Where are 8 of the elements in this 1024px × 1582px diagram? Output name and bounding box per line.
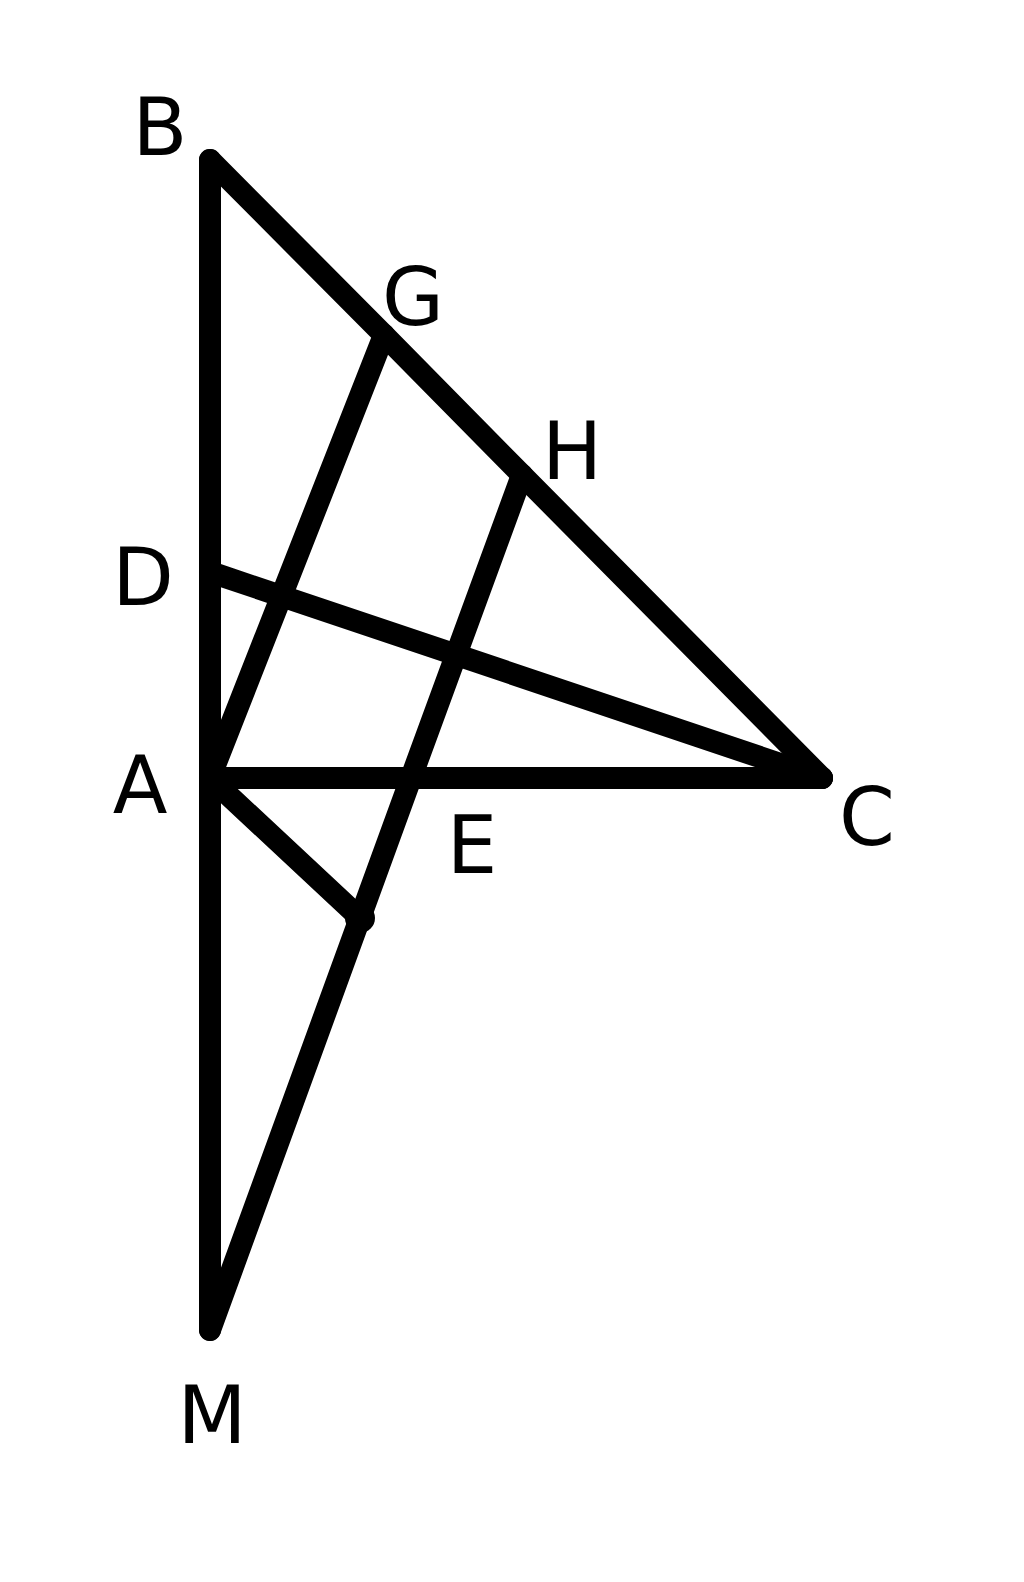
point-label: H — [541, 412, 603, 492]
point-label: E — [446, 806, 498, 886]
point-label: M — [177, 1376, 247, 1456]
point-label: D — [112, 538, 174, 618]
point-label: C — [839, 778, 895, 858]
point-label: A — [112, 746, 168, 826]
point-label: B — [132, 88, 188, 168]
point-label: G — [382, 258, 444, 338]
